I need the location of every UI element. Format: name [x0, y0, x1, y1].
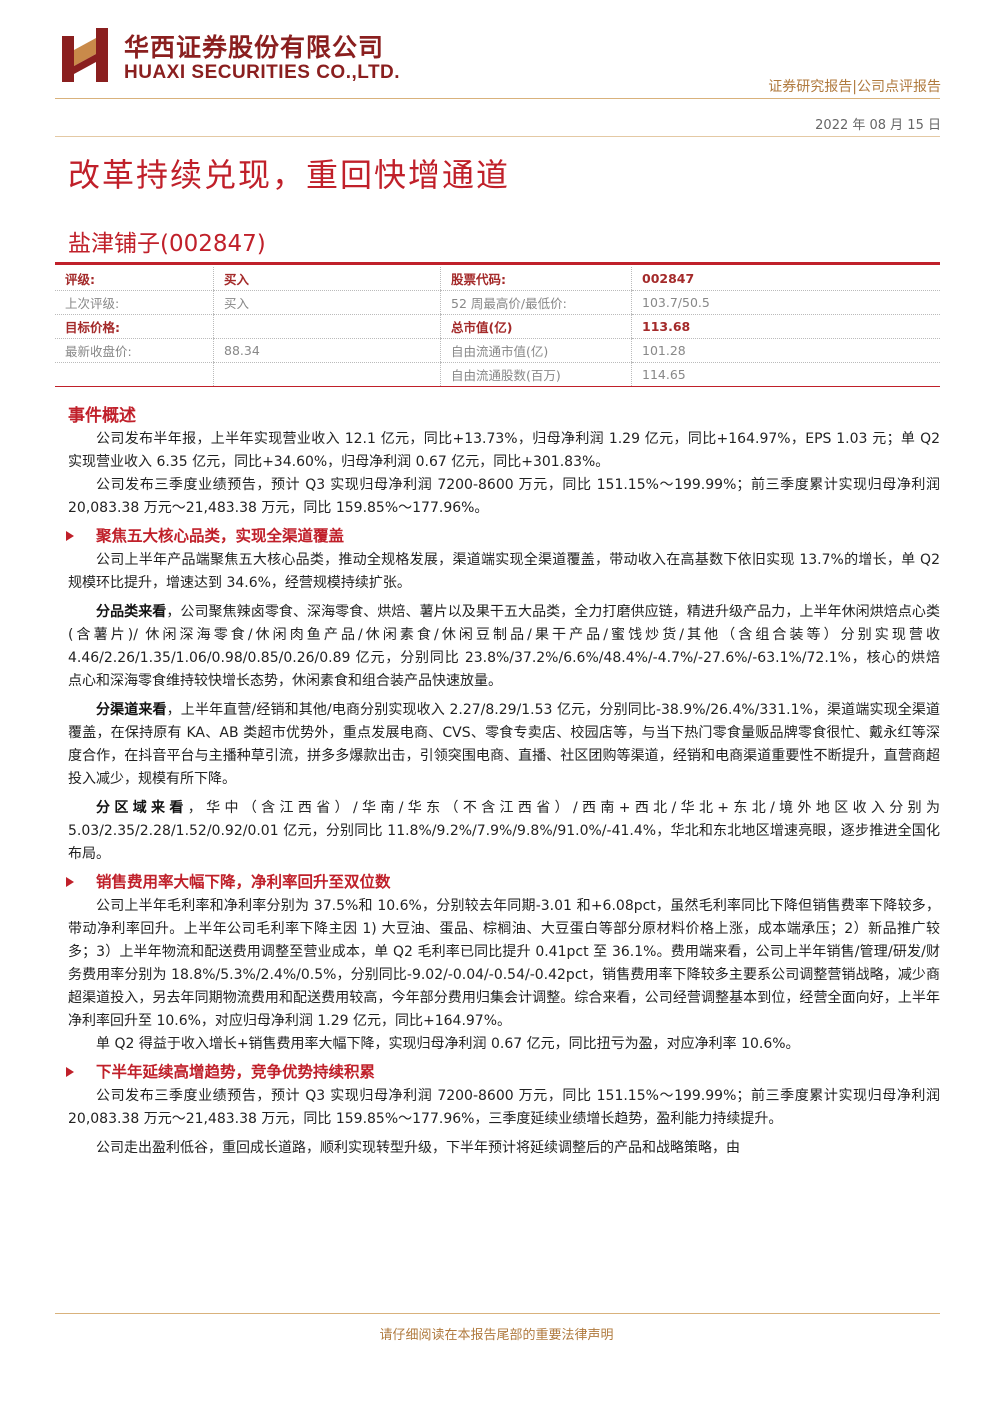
table-cell: 002847 — [631, 267, 940, 291]
table-cell: 买入 — [213, 267, 441, 291]
paragraph: 分渠道来看，上半年直营/经销和其他/电商分别实现收入 2.27/8.29/1.5… — [68, 699, 940, 791]
table-cell — [213, 314, 441, 339]
paragraph: 公司发布三季度业绩预告，预计 Q3 实现归母净利润 7200-8600 万元，同… — [68, 477, 940, 516]
paragraph: 单 Q2 得益于收入增长+销售费用率大幅下降，实现归母净利润 0.67 亿元，同… — [96, 1036, 800, 1052]
table-cell: 自由流通市值(亿) — [440, 338, 632, 363]
section-heading-text: 销售费用率大幅下降，净利率回升至双位数 — [96, 873, 391, 891]
table-cell — [213, 362, 441, 387]
table-cell: 113.68 — [631, 314, 940, 339]
page-title: 改革持续兑现，重回快增通道 — [68, 156, 511, 194]
table-cell: 88.34 — [213, 338, 441, 363]
section-heading-text: 聚焦五大核心品类，实现全渠道覆盖 — [96, 527, 345, 545]
key-phrase: 分区域来看 — [96, 800, 188, 816]
paragraph: 公司发布三季度业绩预告，预计 Q3 实现归母净利润 7200-8600 万元，同… — [68, 1088, 940, 1127]
table-cell: 买入 — [213, 290, 441, 315]
table-cell: 评级: — [55, 267, 214, 291]
table-cell: 自由流通股数(百万) — [440, 362, 632, 387]
company-name-en: HUAXI SECURITIES CO.,LTD. — [124, 62, 401, 83]
section-heading-event: 事件概述 — [68, 406, 136, 426]
table-cell: 52 周最高价/最低价: — [440, 290, 632, 315]
paragraph-text: ，华中（含江西省）/华南/华东（不含江西省）/西南+西北/华北+东北/境外地区收… — [68, 800, 940, 862]
key-phrase: 分渠道来看 — [96, 702, 167, 718]
report-date: 2022 年 08 月 15 日 — [815, 118, 941, 133]
triangle-bullet-icon — [66, 530, 74, 541]
triangle-bullet-icon — [66, 1066, 74, 1077]
stock-name: 盐津铺子(002847) — [68, 231, 266, 257]
table-cell: 最新收盘价: — [55, 338, 214, 363]
report-type: 证券研究报告|公司点评报告 — [768, 79, 941, 95]
table-row: 评级: 买入 股票代码: 002847 — [55, 267, 940, 291]
title-rule — [55, 262, 940, 265]
table-cell — [55, 362, 214, 387]
company-name-cn: 华西证券股份有限公司 — [124, 33, 385, 62]
table-cell: 101.28 — [631, 338, 940, 363]
header-divider — [55, 98, 940, 99]
paragraph-text: ，公司聚焦辣卤零食、深海零食、烘焙、薯片以及果干五大品类，全力打磨供应链，精进升… — [68, 604, 941, 689]
paragraph-text: ，上半年直营/经销和其他/电商分别实现收入 2.27/8.29/1.53 亿元，… — [68, 702, 940, 787]
table-cell: 114.65 — [631, 362, 940, 387]
table-row: 自由流通股数(百万) 114.65 — [55, 362, 940, 387]
triangle-bullet-icon — [66, 876, 74, 887]
paragraph: 公司上半年产品端聚焦五大核心品类，推动全规格发展，渠道端实现全渠道覆盖，带动收入… — [68, 552, 940, 591]
rating-info-table: 评级: 买入 股票代码: 002847 上次评级: 买入 52 周最高价/最低价… — [55, 267, 940, 387]
table-cell: 总市值(亿) — [440, 314, 632, 339]
section-heading-outlook: 下半年延续高增趋势，竞争优势持续积累 — [66, 1059, 940, 1085]
report-body: 事件概述 公司发布半年报，上半年实现营业收入 12.1 亿元，同比+13.73%… — [66, 404, 940, 1160]
table-cell: 上次评级: — [55, 290, 214, 315]
header-divider-2 — [55, 136, 940, 137]
table-row: 最新收盘价: 88.34 自由流通市值(亿) 101.28 — [55, 338, 940, 363]
section-heading-text: 下半年延续高增趋势，竞争优势持续积累 — [96, 1063, 376, 1081]
paragraph: 公司走出盈利低谷，重回成长道路，顺利实现转型升级，下半年预计将延续调整后的产品和… — [96, 1140, 740, 1156]
footer-divider — [55, 1313, 940, 1314]
table-cell: 目标价格: — [55, 314, 214, 339]
legal-notice: 请仔细阅读在本报告尾部的重要法律声明 — [379, 1328, 614, 1343]
table-row: 上次评级: 买入 52 周最高价/最低价: 103.7/50.5 — [55, 290, 940, 315]
section-heading-focus: 聚焦五大核心品类，实现全渠道覆盖 — [66, 523, 940, 549]
paragraph: 分区域来看，华中（含江西省）/华南/华东（不含江西省）/西南+西北/华北+东北/… — [68, 797, 940, 866]
huaxi-logo-icon — [62, 28, 108, 82]
table-cell: 103.7/50.5 — [631, 290, 940, 315]
key-phrase: 分品类来看 — [96, 604, 167, 620]
table-row: 目标价格: 总市值(亿) 113.68 — [55, 314, 940, 339]
paragraph: 公司上半年毛利率和净利率分别为 37.5%和 10.6%，分别较去年同期-3.0… — [68, 898, 940, 1029]
paragraph: 公司发布半年报，上半年实现营业收入 12.1 亿元，同比+13.73%，归母净利… — [68, 431, 940, 470]
paragraph: 分品类来看，公司聚焦辣卤零食、深海零食、烘焙、薯片以及果干五大品类，全力打磨供应… — [68, 601, 940, 693]
section-heading-margin: 销售费用率大幅下降，净利率回升至双位数 — [66, 869, 940, 895]
table-cell: 股票代码: — [440, 267, 632, 291]
